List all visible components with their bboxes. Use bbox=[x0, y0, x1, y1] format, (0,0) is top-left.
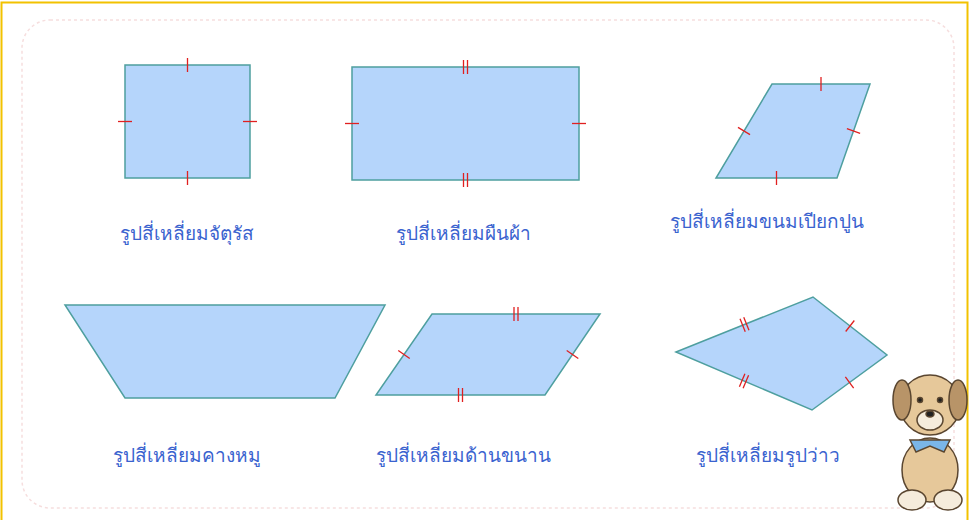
tick-mark bbox=[463, 60, 464, 74]
shape-name: รูปสี่เหลี่ยมรูปว่าว bbox=[696, 440, 840, 470]
frame bbox=[2, 3, 968, 520]
tick-mark bbox=[739, 374, 744, 387]
tick-mark bbox=[517, 307, 518, 321]
tick-mark bbox=[846, 320, 855, 331]
tick-mark bbox=[243, 121, 257, 122]
tick-mark bbox=[187, 171, 188, 185]
tick-mark bbox=[567, 351, 579, 359]
tick-mark bbox=[847, 129, 860, 134]
square-shape bbox=[125, 65, 250, 178]
tick-mark bbox=[513, 307, 514, 321]
tick-mark bbox=[744, 317, 749, 330]
tick-mark bbox=[820, 77, 821, 91]
trapezoid-shape bbox=[65, 305, 385, 398]
tick-mark bbox=[467, 60, 468, 74]
rectangle-shape bbox=[352, 67, 579, 180]
tick-mark bbox=[458, 388, 459, 402]
tick-mark bbox=[463, 173, 464, 187]
tick-mark bbox=[118, 121, 132, 122]
shape-name: รูปสี่เหลี่ยมผืนผ้า bbox=[396, 218, 531, 248]
tick-mark bbox=[738, 127, 750, 134]
shape-name: รูปสี่เหลี่ยมขนมเปียกปูน bbox=[670, 206, 864, 236]
tick-mark bbox=[345, 123, 359, 124]
shape-name: รูปสี่เหลี่ยมคางหมู bbox=[113, 440, 261, 470]
shape-name: รูปสี่เหลี่ยมจัตุรัส bbox=[120, 218, 254, 248]
tick-mark bbox=[187, 58, 188, 72]
dog-mascot bbox=[893, 375, 967, 510]
parallelogram-shape bbox=[376, 314, 600, 395]
tick-mark bbox=[462, 388, 463, 402]
kite-shape bbox=[676, 297, 887, 410]
shape-name: รูปสี่เหลี่ยมด้านขนาน bbox=[376, 440, 551, 470]
tick-mark bbox=[398, 351, 410, 359]
rhombus-shape bbox=[716, 84, 870, 178]
tick-mark bbox=[572, 123, 586, 124]
tick-mark bbox=[845, 377, 853, 388]
inner-border bbox=[22, 20, 954, 508]
tick-mark bbox=[467, 173, 468, 187]
tick-mark bbox=[776, 171, 777, 185]
